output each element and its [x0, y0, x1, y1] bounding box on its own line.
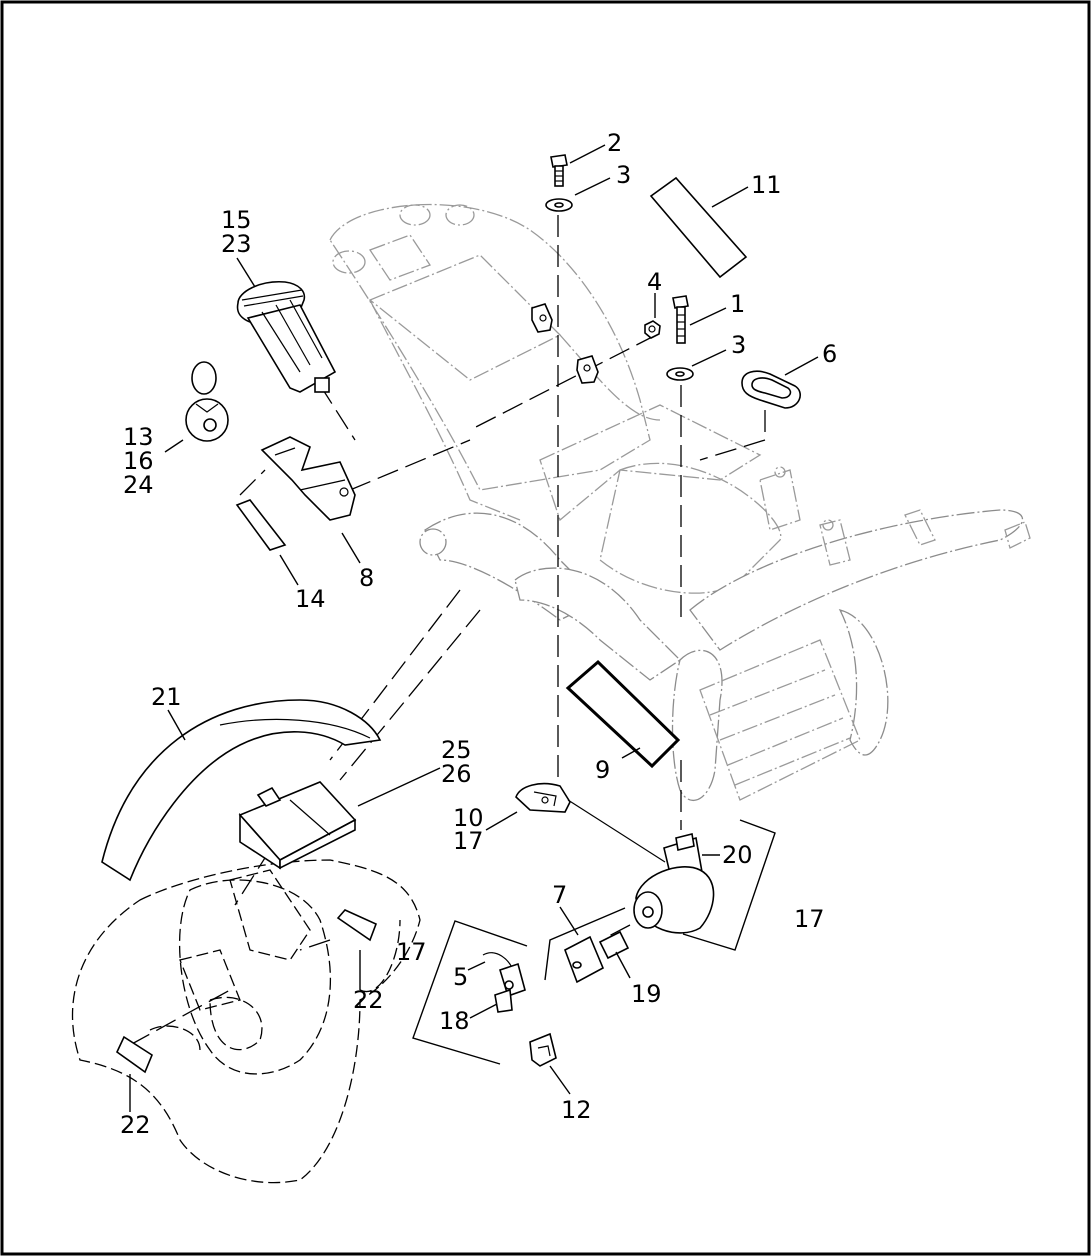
callout-7: 7: [552, 881, 567, 909]
bracket-part-8: [260, 436, 356, 521]
callout-23: 23: [221, 230, 252, 258]
callout-17-bracket: 17: [453, 827, 484, 855]
callout-17-left: 17: [396, 938, 427, 966]
callout-25: 25: [441, 736, 472, 764]
fuse-part-19: [598, 930, 630, 960]
callout-5: 5: [453, 963, 468, 991]
callout-3-top: 3: [616, 161, 631, 189]
callout-2: 2: [607, 129, 622, 157]
leader-lines: [129, 144, 819, 1112]
rear-fender-phantom: [71, 859, 421, 1184]
washer-part-3-lower: [666, 367, 694, 381]
callout-19: 19: [631, 980, 662, 1008]
callout-11: 11: [751, 171, 782, 199]
callout-20: 20: [722, 841, 753, 869]
callout-10: 10: [453, 804, 484, 832]
grommet-part-6: [741, 370, 801, 409]
callout-15: 15: [221, 206, 252, 234]
sensor-part-20: [633, 833, 715, 934]
washer-part-3-top: [545, 198, 573, 212]
callout-12: 12: [561, 1096, 592, 1124]
pad-part-14: [235, 499, 287, 551]
siren-part-15: [236, 281, 337, 393]
callout-24: 24: [123, 471, 154, 499]
reflector-part-22-upper: [336, 909, 378, 942]
callout-9: 9: [595, 756, 610, 784]
cover-part-21: [101, 699, 382, 882]
callout-22-lower: 22: [120, 1111, 151, 1139]
bracket-part-10: [515, 782, 571, 813]
callout-18: 18: [439, 1007, 470, 1035]
harness-part-5: [482, 952, 526, 1013]
bolt-part-2: [550, 154, 568, 187]
callout-22-upper: 22: [353, 986, 384, 1014]
clip-nut-frame-2: [576, 355, 599, 384]
label-part-11: [649, 176, 748, 279]
rear-frame-phantom: [329, 203, 1031, 802]
group-bracket-17-right: [682, 819, 776, 951]
callout-17-right: 17: [794, 905, 825, 933]
bolt-part-1: [672, 295, 689, 344]
callout-26: 26: [441, 760, 472, 788]
callout-21: 21: [151, 683, 182, 711]
reflector-part-22-lower: [115, 1035, 153, 1074]
assembly-lines: [129, 215, 766, 1046]
label-part-9: [565, 659, 681, 769]
key-fob-part-13: [185, 361, 229, 442]
callout-3-lower: 3: [731, 331, 746, 359]
callout-labels: 2 3 11 4 1 3 6 15 23 13 16 24 8 14 21 25…: [120, 129, 837, 1139]
callout-6: 6: [822, 340, 837, 368]
nut-part-4: [644, 320, 661, 339]
sensor-cable: [567, 799, 666, 863]
callout-13: 13: [123, 423, 154, 451]
module-part-25: [238, 781, 357, 870]
clip-nut-frame-1: [531, 303, 553, 333]
clip-part-12: [529, 1032, 557, 1067]
group-bracket-7: [544, 907, 626, 981]
callout-4: 4: [647, 268, 662, 296]
group-bracket-17-left: [412, 920, 528, 1065]
callout-16: 16: [123, 447, 154, 475]
plug-part-7: [564, 935, 605, 984]
callout-8: 8: [359, 564, 374, 592]
callout-1: 1: [730, 290, 745, 318]
callout-14: 14: [295, 585, 326, 613]
